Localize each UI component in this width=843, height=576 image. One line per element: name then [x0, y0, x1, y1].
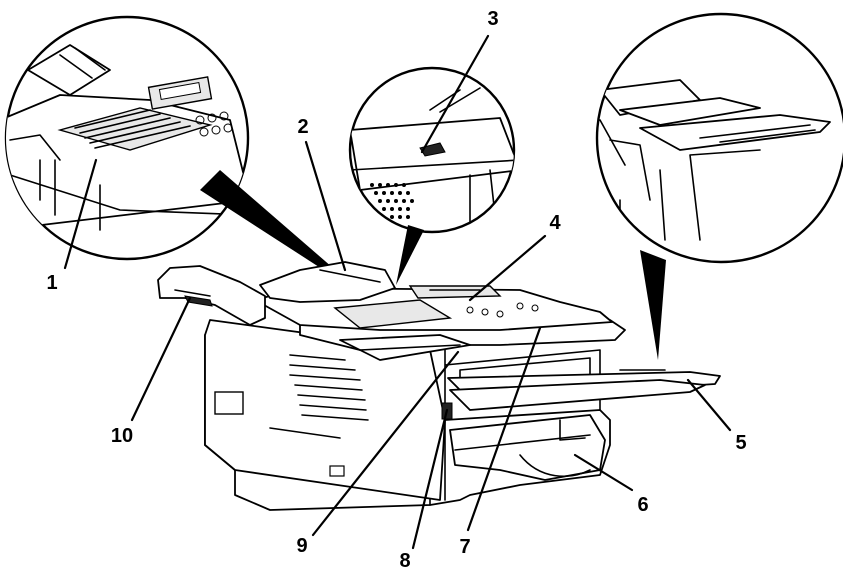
callout-4: 4	[549, 212, 561, 234]
fax-machine-body	[157, 261, 721, 511]
callout-7: 7	[459, 536, 471, 558]
detail-circle-lever	[348, 66, 516, 285]
callout-1: 1	[46, 272, 58, 294]
callout-3: 3	[487, 8, 499, 30]
callout-10: 10	[110, 425, 134, 447]
callout-2: 2	[297, 116, 309, 138]
callout-6: 6	[637, 494, 649, 516]
callout-5: 5	[735, 432, 747, 454]
callout-8: 8	[399, 550, 411, 572]
detail-circle-document-feeder	[4, 15, 370, 300]
detail-circle-output-tray	[595, 12, 843, 360]
callout-9: 9	[296, 535, 308, 557]
leader-lines	[63, 34, 732, 550]
